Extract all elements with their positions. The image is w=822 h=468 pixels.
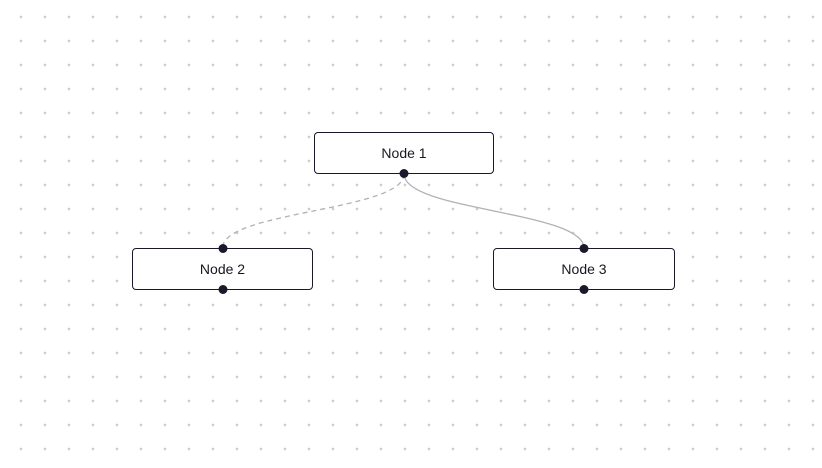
node-3-target-handle[interactable]	[579, 244, 589, 253]
node-3-label: Node 3	[561, 261, 607, 277]
edge-node1-node3[interactable]	[403, 173, 585, 249]
node-3[interactable]: Node 3	[493, 244, 675, 294]
node-1-label: Node 1	[381, 145, 427, 161]
node-2-label: Node 2	[199, 261, 246, 277]
node-2[interactable]: Node 2	[132, 244, 313, 294]
edge-node1-node2[interactable]	[221, 173, 405, 249]
node-1[interactable]: Node 1	[314, 132, 494, 178]
node-2-source-handle[interactable]	[218, 285, 227, 294]
node-2-target-handle[interactable]	[218, 244, 227, 253]
node-3-source-handle[interactable]	[579, 285, 589, 294]
node-1-source-handle[interactable]	[399, 169, 409, 178]
